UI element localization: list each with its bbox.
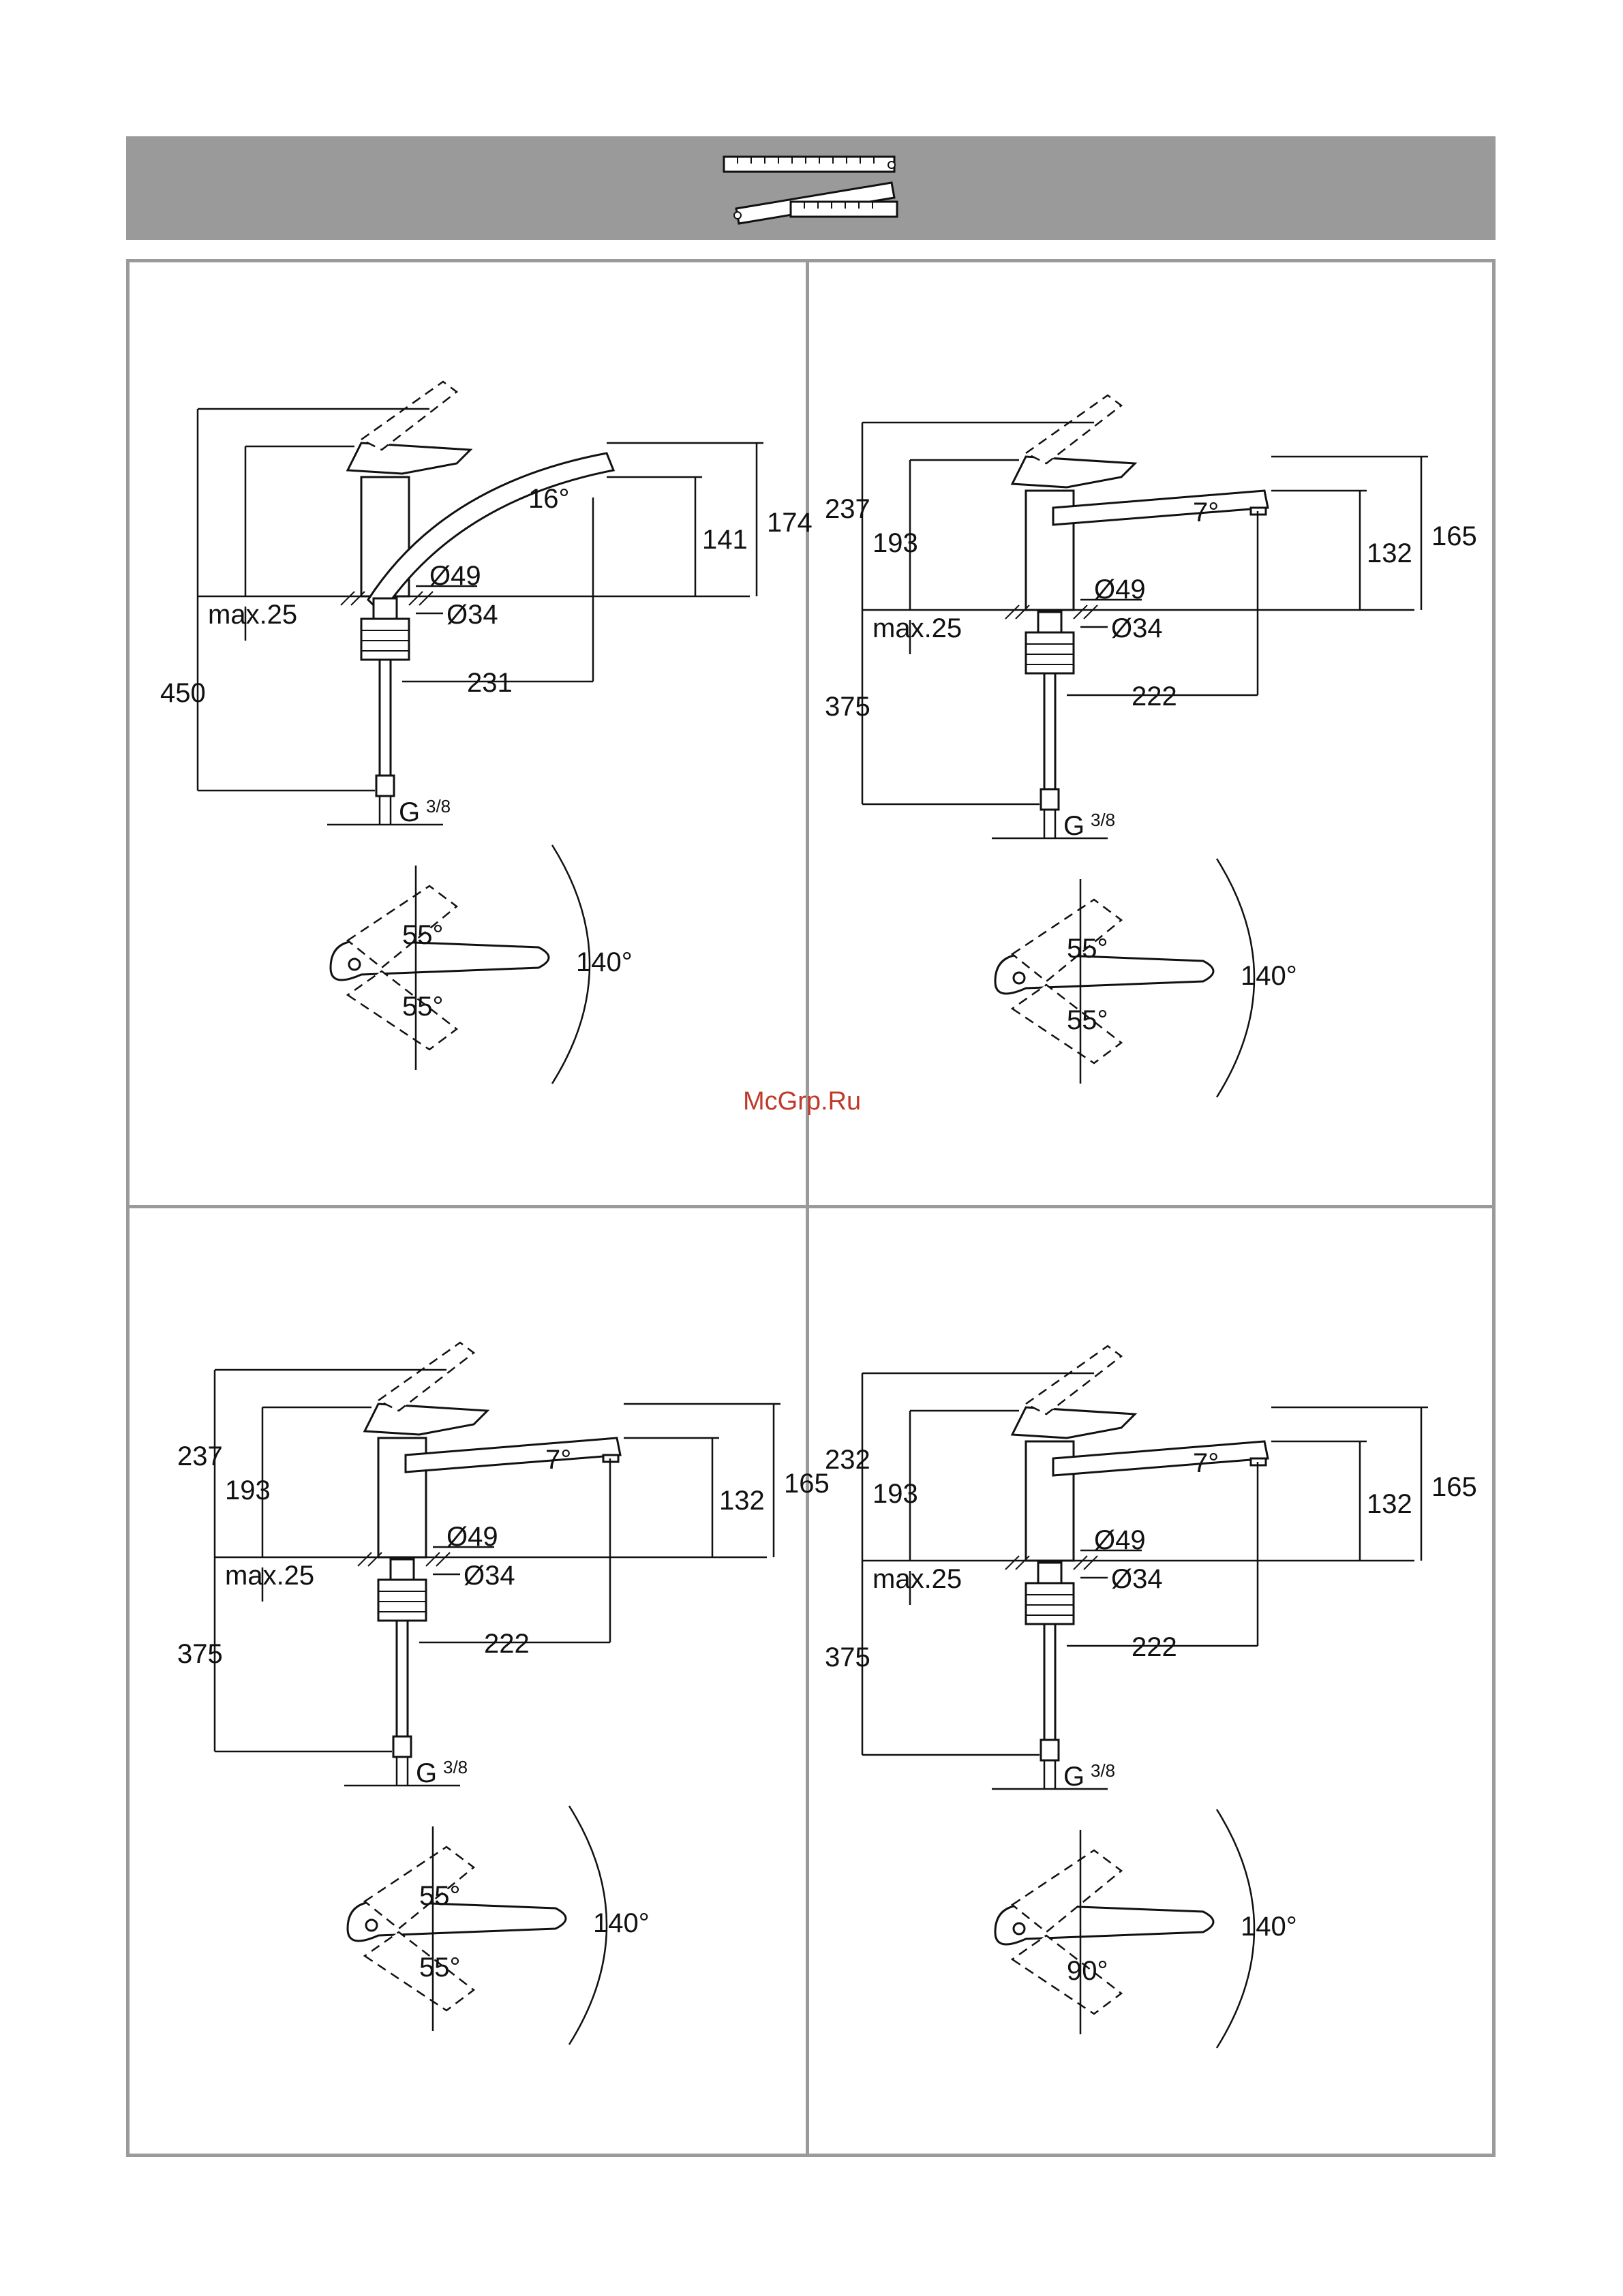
lever-handle bbox=[1012, 457, 1135, 487]
dim-spout-reach: 222 bbox=[484, 1629, 530, 1659]
dim-thread-fraction: 3/8 bbox=[426, 796, 451, 816]
dim-spout-height: 165 bbox=[1431, 1472, 1477, 1502]
dim-body-diameter: Ø49 bbox=[1094, 1525, 1146, 1555]
dim-total-height: 237 bbox=[177, 1441, 223, 1471]
swing-angle-right: 55° bbox=[1067, 1005, 1108, 1035]
swing-angle-total: 140° bbox=[1241, 1912, 1297, 1942]
dim-hole-diameter: Ø34 bbox=[1111, 613, 1163, 643]
swing-angle-left: 55° bbox=[1067, 934, 1108, 964]
dim-thread-g: G bbox=[1063, 1762, 1084, 1792]
dim-deck-thickness: max.25 bbox=[873, 1564, 962, 1594]
dim-thread-fraction: 3/8 bbox=[1091, 810, 1115, 830]
supply-hose bbox=[380, 660, 391, 776]
dim-spout-angle: 7° bbox=[1193, 498, 1219, 527]
dim-body-diameter: Ø49 bbox=[429, 561, 481, 591]
dim-below-deck: 375 bbox=[177, 1639, 223, 1669]
swing-angle-total: 140° bbox=[593, 1908, 650, 1938]
dim-deck-thickness: max.25 bbox=[873, 613, 962, 643]
supply-hose bbox=[1044, 1624, 1055, 1740]
swing-view: 55° 55° 140° bbox=[995, 859, 1297, 1097]
dim-total-height: 232 bbox=[825, 1445, 870, 1475]
dim-outlet-height: 141 bbox=[702, 525, 748, 555]
mounting-nut bbox=[1026, 1583, 1074, 1624]
faucet-drawing: 232 193 165 132 7° Ø49 Ø34 max.25 375 22… bbox=[821, 1319, 1503, 2239]
swing-angle-total: 140° bbox=[576, 947, 633, 977]
dim-below-deck: 375 bbox=[825, 692, 870, 722]
dim-lever-height: 193 bbox=[225, 1475, 271, 1505]
spout bbox=[1053, 1441, 1268, 1475]
faucet-drawing: 237 193 165 132 7° Ø49 Ø34 max.25 375 22… bbox=[174, 1315, 855, 2235]
watermark: McGrp.Ru bbox=[743, 1087, 861, 1116]
hose-connector bbox=[393, 1736, 411, 1757]
swing-angle-right: 55° bbox=[402, 992, 444, 1022]
hose-connector bbox=[1041, 789, 1059, 810]
dim-total-height: 237 bbox=[825, 494, 870, 524]
faucet-drawing: 174 141 16° Ø49 Ø34 max.25 450 231 G 3/8… bbox=[157, 354, 838, 1274]
lever-handle bbox=[365, 1404, 487, 1435]
dim-thread-fraction: 3/8 bbox=[1091, 1760, 1115, 1781]
dim-thread-g: G bbox=[1063, 811, 1084, 841]
dim-thread-g: G bbox=[399, 797, 420, 827]
mounting-nut bbox=[378, 1580, 426, 1621]
dim-spout-angle: 7° bbox=[545, 1445, 571, 1475]
faucet-panel-1: 174 141 16° Ø49 Ø34 max.25 450 231 G 3/8… bbox=[157, 354, 838, 1274]
dim-spout-angle: 16° bbox=[528, 484, 570, 514]
dim-below-deck: 375 bbox=[825, 1642, 870, 1672]
supply-hose bbox=[397, 1621, 408, 1736]
swing-view: 55° 55° 140° bbox=[331, 845, 633, 1084]
lever-raised-outline bbox=[378, 1343, 474, 1411]
lever-raised-outline bbox=[361, 382, 457, 450]
dim-deck-thickness: max.25 bbox=[225, 1561, 314, 1591]
swing-angle-right: 90° bbox=[1067, 1956, 1108, 1986]
lever-raised-outline bbox=[1026, 395, 1121, 463]
dim-body-diameter: Ø49 bbox=[446, 1522, 498, 1552]
swing-angle-right: 55° bbox=[419, 1953, 461, 1983]
dim-lever-height: 193 bbox=[873, 1479, 918, 1509]
dim-spout-height: 165 bbox=[1431, 521, 1477, 551]
faucet-panel-4: 232 193 165 132 7° Ø49 Ø34 max.25 375 22… bbox=[821, 1319, 1503, 2239]
mounting-shank bbox=[374, 598, 397, 619]
lever-raised-outline bbox=[1026, 1346, 1121, 1414]
swing-angle-total: 140° bbox=[1241, 961, 1297, 991]
dim-outlet-height: 132 bbox=[1367, 1489, 1412, 1519]
mounting-nut bbox=[1026, 632, 1074, 673]
dim-outlet-height: 132 bbox=[1367, 538, 1412, 568]
mounting-nut bbox=[361, 619, 409, 660]
mounting-shank bbox=[1038, 1563, 1061, 1583]
dim-deck-thickness: max.25 bbox=[208, 600, 297, 630]
lever-handle bbox=[348, 443, 470, 474]
dim-thread-fraction: 3/8 bbox=[443, 1757, 468, 1777]
faucet-panel-3: 237 193 165 132 7° Ø49 Ø34 max.25 375 22… bbox=[174, 1315, 855, 2235]
folding-ruler-icon bbox=[723, 149, 900, 229]
mounting-shank bbox=[1038, 612, 1061, 632]
dim-spout-reach: 231 bbox=[467, 668, 513, 698]
swing-view: 90° 140° bbox=[995, 1809, 1297, 2048]
hose-connector bbox=[1041, 1740, 1059, 1760]
swing-angle-left: 55° bbox=[402, 920, 444, 950]
dim-hole-diameter: Ø34 bbox=[446, 600, 498, 630]
faucet-panel-2: 237 193 165 132 7° Ø49 Ø34 max.25 375 22… bbox=[821, 368, 1503, 1288]
dim-thread-g: G bbox=[416, 1758, 437, 1788]
supply-hose bbox=[1044, 673, 1055, 789]
dim-below-deck: 450 bbox=[160, 678, 206, 708]
dim-hole-diameter: Ø34 bbox=[464, 1561, 515, 1591]
dim-outlet-height: 132 bbox=[719, 1486, 765, 1516]
spout bbox=[1053, 491, 1268, 525]
dim-spout-reach: 222 bbox=[1132, 682, 1177, 711]
lever-handle bbox=[1012, 1407, 1135, 1438]
dim-lever-height: 193 bbox=[873, 528, 918, 558]
dim-spout-height: 174 bbox=[767, 508, 813, 538]
dim-spout-reach: 222 bbox=[1132, 1632, 1177, 1662]
spout bbox=[406, 1438, 620, 1472]
hose-connector bbox=[376, 776, 394, 796]
swing-view: 55° 55° 140° bbox=[348, 1806, 650, 2045]
faucet-drawing: 237 193 165 132 7° Ø49 Ø34 max.25 375 22… bbox=[821, 368, 1503, 1288]
swing-angle-left: 55° bbox=[419, 1881, 461, 1911]
dim-hole-diameter: Ø34 bbox=[1111, 1564, 1163, 1594]
mounting-shank bbox=[391, 1559, 414, 1580]
dim-spout-angle: 7° bbox=[1193, 1448, 1219, 1478]
dim-body-diameter: Ø49 bbox=[1094, 575, 1146, 604]
